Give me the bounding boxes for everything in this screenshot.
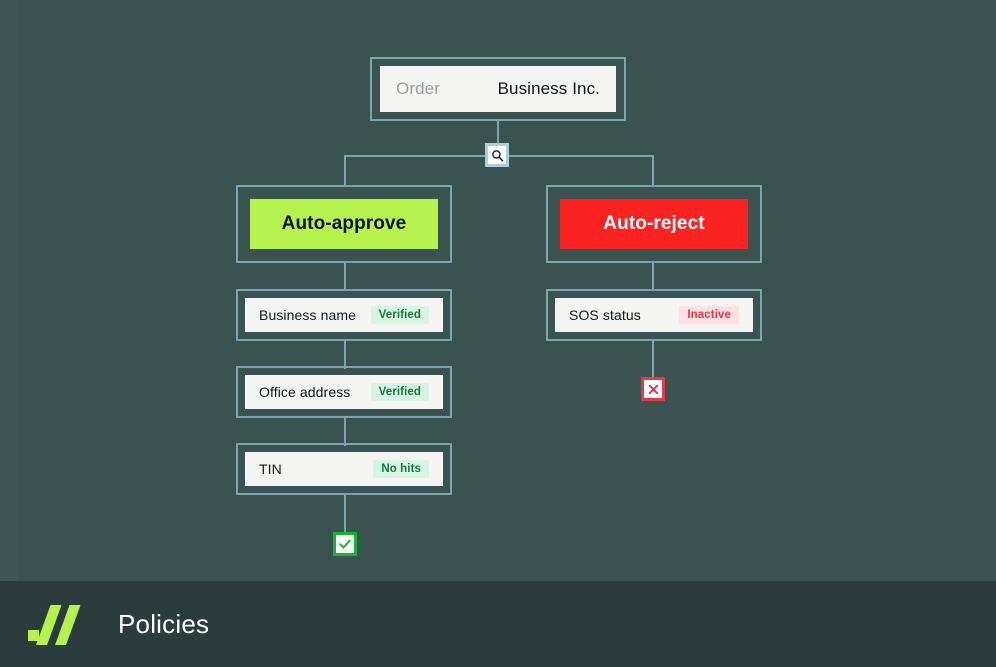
check-label: SOS status xyxy=(569,307,641,323)
connector-approve-to-check-1 xyxy=(344,261,346,291)
check-icon xyxy=(338,537,352,551)
left-edge-strip xyxy=(0,0,18,581)
connector-split-to-reject xyxy=(652,155,654,187)
check-row-tin[interactable]: TIN No hits xyxy=(236,443,452,495)
status-badge: Verified xyxy=(370,306,429,324)
connector-split-to-approve xyxy=(344,155,346,187)
connector-check-1-to-check-2 xyxy=(344,339,346,369)
footer-bar: Policies xyxy=(0,581,996,667)
check-row-inner: SOS status Inactive xyxy=(555,298,753,332)
connector-root-to-split xyxy=(497,121,499,157)
outcome-node-rejected[interactable] xyxy=(641,377,665,401)
check-row-business-name[interactable]: Business name Verified xyxy=(236,289,452,341)
check-row-office-address[interactable]: Office address Verified xyxy=(236,366,452,418)
order-node[interactable]: Order Business Inc. xyxy=(370,57,626,121)
connector-check-3-to-outcome xyxy=(344,493,346,533)
search-node[interactable] xyxy=(485,143,509,167)
decision-pill-approve: Auto-approve xyxy=(250,199,438,249)
check-row-inner: Office address Verified xyxy=(245,375,443,409)
status-badge: Inactive xyxy=(679,306,739,324)
x-icon xyxy=(647,383,660,396)
check-label: Business name xyxy=(259,307,357,323)
decision-node-approve[interactable]: Auto-approve xyxy=(236,185,452,263)
order-node-inner: Order Business Inc. xyxy=(380,66,616,112)
status-badge: Verified xyxy=(370,383,429,401)
logo-square xyxy=(28,630,39,641)
order-label: Order xyxy=(396,79,440,98)
connector-reject-to-check-1 xyxy=(652,261,654,291)
search-icon xyxy=(491,149,504,162)
check-label: TIN xyxy=(259,461,282,477)
outcome-node-approved[interactable] xyxy=(333,532,357,556)
check-row-inner: Business name Verified xyxy=(245,298,443,332)
connector-check-1-to-outcome xyxy=(652,339,654,377)
check-row-sos-status[interactable]: SOS status Inactive xyxy=(546,289,762,341)
brand-logo-icon xyxy=(28,605,81,645)
footer-title: Policies xyxy=(118,608,210,639)
status-badge: No hits xyxy=(373,460,429,478)
check-row-inner: TIN No hits xyxy=(245,452,443,486)
order-value: Business Inc. xyxy=(497,79,600,98)
policy-flow-canvas: Order Business Inc. Auto-approve Busines… xyxy=(236,57,762,556)
check-label: Office address xyxy=(259,384,351,400)
decision-node-reject[interactable]: Auto-reject xyxy=(546,185,762,263)
decision-pill-reject: Auto-reject xyxy=(560,199,748,249)
connector-check-2-to-check-3 xyxy=(344,416,346,446)
